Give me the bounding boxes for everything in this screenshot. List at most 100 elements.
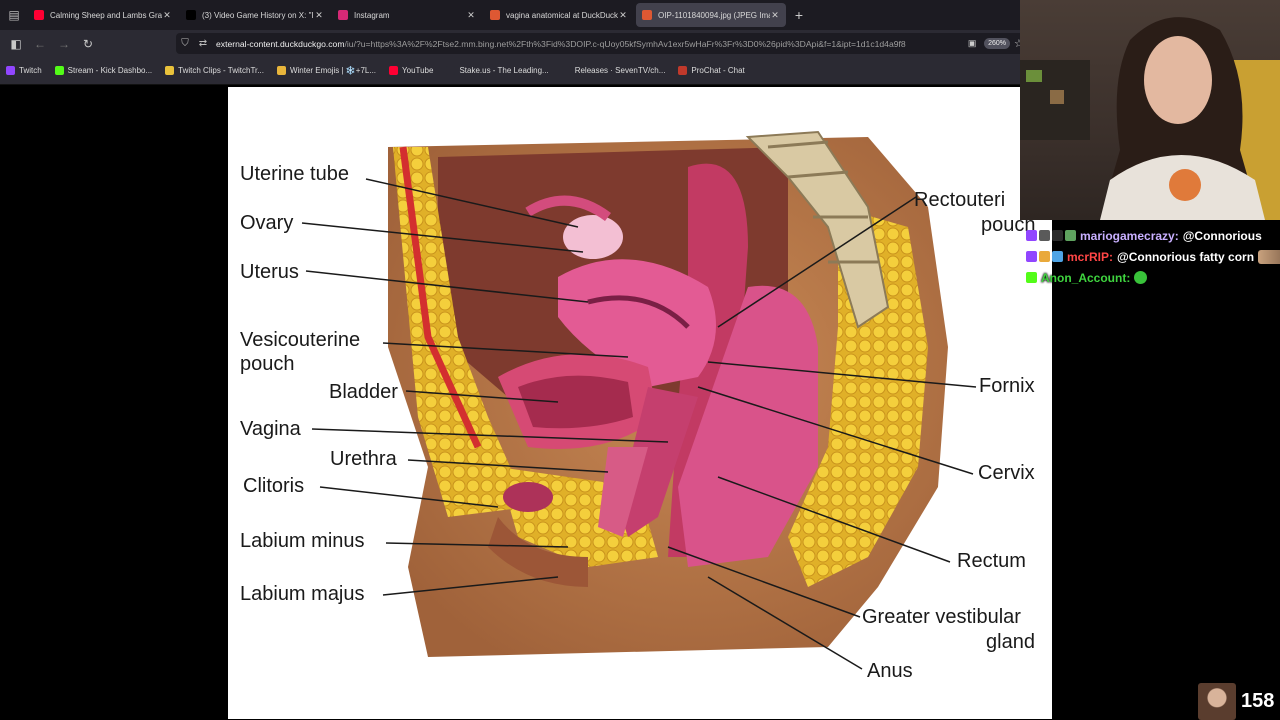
tab-title: vagina anatomical at DuckDuck [506, 10, 618, 20]
bookmark-label: ProChat - Chat [691, 66, 745, 75]
label-urethra: Urethra [330, 448, 397, 470]
bookmark-label: Twitch [19, 66, 42, 75]
url-text[interactable]: external-content.duckduckgo.com/iu/?u=ht… [212, 39, 964, 49]
tabs: Calming Sheep and Lambs Gra✕(3) Video Ga… [28, 3, 788, 27]
reload-button[interactable]: ↻ [82, 36, 94, 51]
bookmark-label: Twitch Clips - TwitchTr... [178, 66, 264, 75]
bookmark-label: Stake.us - The Leading... [459, 66, 549, 75]
prochat-icon [678, 66, 688, 75]
close-tab-icon[interactable]: ✕ [619, 9, 627, 20]
youtube-icon [389, 66, 399, 75]
youtube-icon [34, 10, 44, 20]
bookmark-label: Stream - Kick Dashbo... [67, 66, 153, 75]
bookmark-item[interactable]: Twitch Clips - TwitchTr... [165, 66, 264, 75]
label-vagina: Vagina [240, 418, 301, 440]
url-host: external-content.duckduckgo.com [216, 38, 345, 49]
chat-badge-icon [1065, 230, 1076, 241]
bookmark-item[interactable]: Stake.us - The Leading... [446, 66, 549, 75]
chat-badge-icon [1039, 251, 1050, 262]
kick-icon [54, 66, 64, 75]
forward-button[interactable]: → [58, 36, 70, 51]
close-tab-icon[interactable]: ✕ [771, 9, 779, 20]
image-icon [642, 10, 652, 20]
tab-title: (3) Video Game History on X: "I [202, 10, 314, 20]
viewer-avatar [1198, 683, 1236, 720]
bookmark-label: Winter Emojis | ❄️+7L... [289, 66, 377, 75]
label-uterine-tube: Uterine tube [240, 163, 349, 185]
zoom-level[interactable]: 260% [984, 38, 1010, 49]
anatomy-image[interactable]: Uterine tube Ovary Uterus Vesicouterine … [228, 87, 1052, 719]
label-uterus: Uterus [240, 261, 299, 283]
label-bladder: Bladder [329, 381, 398, 403]
chat-badge-icon [1026, 251, 1037, 262]
bookmark-item[interactable]: YouTube [389, 66, 433, 75]
url-path: /iu/?u=https%3A%2F%2Ftse2.mm.bing.net%2F… [344, 38, 906, 49]
tab-title: Calming Sheep and Lambs Gra [50, 10, 162, 20]
chat-message: mcrRIP:@Connorious fatty corn [1026, 246, 1280, 267]
chat-username[interactable]: mcrRIP: [1067, 249, 1114, 264]
duckduckgo-icon [490, 10, 500, 20]
image-viewer: Uterine tube Ovary Uterus Vesicouterine … [0, 86, 1280, 720]
bookmark-item[interactable]: Releases · SevenTV/ch... [561, 66, 666, 75]
chat-badge-icon [1026, 272, 1037, 283]
reader-view-icon[interactable]: ▣ [967, 38, 977, 48]
tab-2[interactable]: (3) Video Game History on X: "I✕ [180, 3, 330, 27]
bookmark-item[interactable]: Winter Emojis | ❄️+7L... [276, 66, 377, 75]
new-tab-button[interactable]: + [794, 7, 804, 23]
label-fornix: Fornix [979, 375, 1035, 397]
shield-icon[interactable]: ⛉ [181, 38, 189, 49]
chat-text: @Connorious fatty corn [1117, 249, 1255, 264]
bookmark-item[interactable]: Stream - Kick Dashbo... [54, 66, 153, 75]
chat-username[interactable]: mariogamecrazy: [1080, 228, 1179, 243]
url-bar[interactable]: ⛉ ⇄ external-content.duckduckgo.com/iu/?… [176, 33, 1028, 54]
label-rectouterine: Rectouteri [914, 189, 1006, 211]
close-tab-icon[interactable]: ✕ [315, 9, 323, 20]
chat-username[interactable]: Anon_Account: [1041, 270, 1131, 285]
label-anus: Anus [867, 660, 913, 682]
folder-icon [276, 66, 286, 75]
twitch-icon [6, 66, 15, 75]
bookmark-label: YouTube [402, 66, 434, 75]
chat-message: mariogamecrazy:@Connorious [1026, 225, 1280, 246]
viewer-count-widget: 158 [1198, 683, 1274, 720]
close-tab-icon[interactable]: ✕ [163, 9, 171, 20]
label-vesicouterine-pouch: pouch [240, 353, 295, 375]
tab-title: OIP-1101840094.jpg (JPEG Ima [658, 10, 770, 20]
bookmark-label: Releases · SevenTV/ch... [574, 66, 666, 75]
twitchtracker-icon [165, 66, 175, 75]
close-tab-icon[interactable]: ✕ [467, 9, 475, 20]
github-icon [561, 66, 571, 75]
bookmark-item[interactable]: Twitch [6, 66, 42, 75]
bookmark-star-icon[interactable]: ☆ [1014, 38, 1024, 50]
chat-badge-icon [1039, 230, 1050, 241]
chat-badge-icon [1026, 230, 1037, 241]
label-clitoris: Clitoris [243, 475, 305, 497]
permissions-icon[interactable]: ⇄ [198, 38, 208, 49]
chat-emote-icon [1258, 249, 1280, 264]
label-greater-vestibular: Greater vestibular [862, 606, 1021, 628]
label-vesicouterine: Vesicouterine [240, 329, 361, 351]
chat-badge-icon [1052, 230, 1063, 241]
bookmark-item[interactable]: ProChat - Chat [678, 66, 745, 75]
viewer-count: 158 [1241, 690, 1275, 712]
label-ovary: Ovary [240, 212, 294, 234]
label-rectum: Rectum [957, 550, 1026, 572]
webcam-overlay [1020, 0, 1280, 220]
label-greater-vestibular-gland: gland [986, 631, 1035, 653]
chat-badge-icon [1052, 251, 1063, 262]
tab-3[interactable]: Instagram✕ [332, 3, 482, 27]
anatomy-illustration [301, 130, 977, 670]
chat-text: @Connorious [1182, 228, 1262, 243]
stake-icon [446, 66, 456, 75]
tab-1[interactable]: Calming Sheep and Lambs Gra✕ [28, 3, 178, 27]
back-button[interactable]: ← [34, 36, 46, 51]
instagram-icon [338, 10, 348, 20]
x-icon [186, 10, 196, 20]
chat-emote-icon [1134, 271, 1148, 284]
tab-list-icon[interactable]: ▤ [8, 8, 20, 22]
tab-4[interactable]: vagina anatomical at DuckDuck✕ [484, 3, 634, 27]
label-labium-minus: Labium minus [240, 530, 365, 552]
tab-5[interactable]: OIP-1101840094.jpg (JPEG Ima✕ [636, 3, 786, 27]
sidebar-toggle-icon[interactable]: ◧ [10, 36, 22, 51]
